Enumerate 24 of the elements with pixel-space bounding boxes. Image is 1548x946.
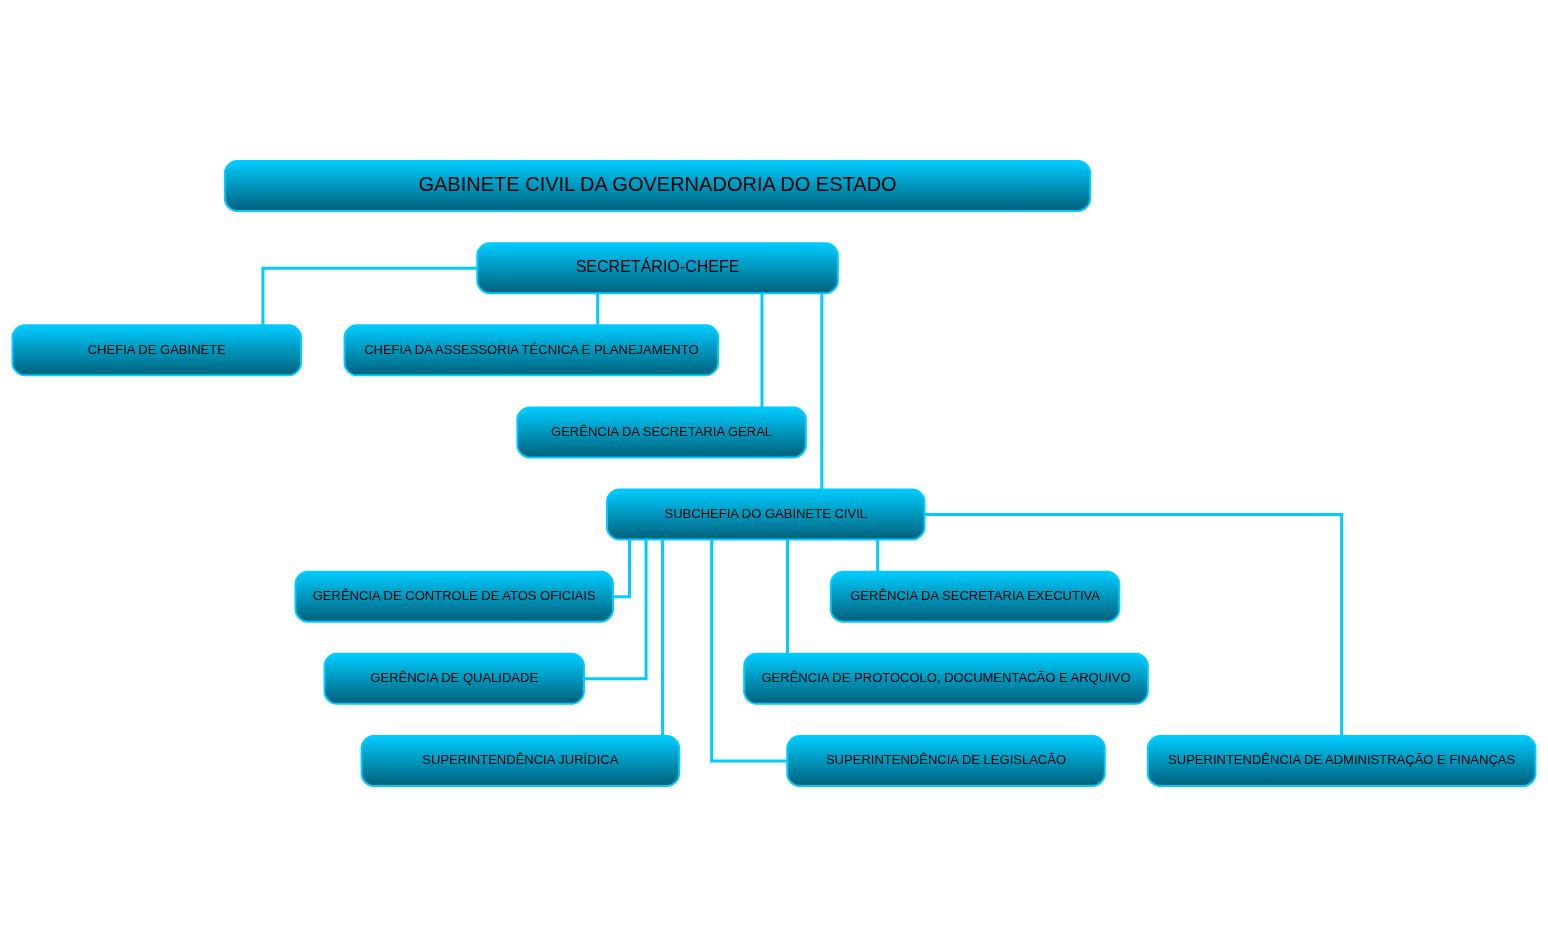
node-box: SECRETÁRIO-CHEFE bbox=[476, 241, 839, 294]
connector bbox=[820, 293, 824, 489]
connector bbox=[876, 539, 880, 571]
node-box: SUPERINTENDÊNCIA JURÍDICA bbox=[360, 734, 681, 787]
connector bbox=[661, 539, 665, 736]
node-box: SUPERINTENDÊNCIA DE ADMINISTRAÇÃO E FINANÇAS bbox=[1146, 734, 1537, 787]
node-box: GERÊNCIA DE PROTOCOLO, DOCUMENTACÃO E ARQUIVO bbox=[743, 652, 1149, 705]
connector bbox=[261, 266, 477, 325]
connector bbox=[613, 539, 631, 598]
node-box: GABINETE CIVIL DA GOVERNADORIA DO ESTADO bbox=[223, 159, 1092, 212]
node-box: CHEFIA DA ASSESSORIA TÉCNICA E PLANEJAMENTO bbox=[343, 323, 720, 376]
connector bbox=[584, 539, 648, 680]
node-box: SUBCHEFIA DO GABINETE CIVIL bbox=[606, 488, 926, 541]
node-box: SUPERINTENDÊNCIA DE LEGISLACÃO bbox=[786, 734, 1106, 787]
node-box: GERÊNCIA DE CONTROLE DE ATOS OFICIAIS bbox=[294, 570, 614, 623]
node-box: GERÊNCIA DA SECRETARIA GERAL bbox=[516, 405, 807, 458]
node-box: CHEFIA DE GABINETE bbox=[11, 323, 302, 376]
node-box: GERÊNCIA DE QUALIDADE bbox=[323, 652, 585, 705]
connector bbox=[786, 539, 789, 654]
node-box: GERÊNCIA DA SECRETARIA EXECUTIVA bbox=[829, 570, 1121, 623]
connector bbox=[760, 293, 764, 407]
connector bbox=[924, 512, 1344, 735]
connector bbox=[710, 539, 788, 762]
connector bbox=[596, 292, 600, 325]
